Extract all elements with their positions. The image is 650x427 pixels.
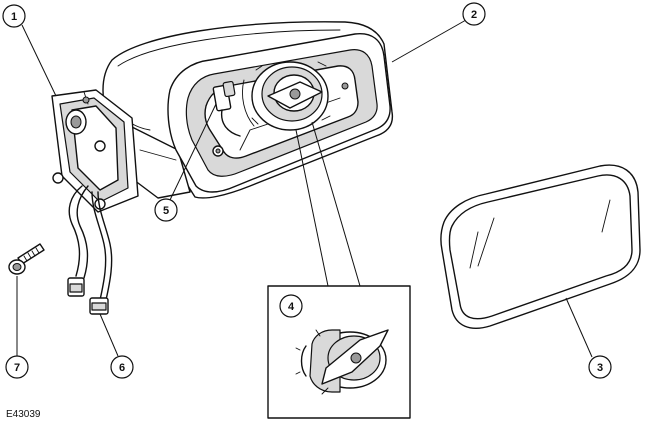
callout-2: 2	[462, 2, 486, 26]
harness-connector-housing	[212, 80, 241, 137]
callout-5: 5	[154, 198, 178, 222]
mirror-motor-detail	[295, 329, 389, 395]
callout-6: 6	[110, 355, 134, 379]
mirror-housing	[102, 21, 394, 199]
callout-label: 6	[119, 362, 125, 374]
callout-label: 7	[14, 362, 20, 374]
leader-lines	[16, 19, 593, 358]
screw	[8, 243, 45, 275]
mirror-base	[51, 89, 139, 213]
callout-label: 1	[11, 11, 17, 23]
callout-7: 7	[5, 355, 29, 379]
wiring-harness	[67, 185, 113, 315]
mirror-glass	[440, 164, 641, 329]
callout-label: 5	[163, 205, 169, 217]
callout-label: 4	[288, 301, 295, 313]
callout-3: 3	[588, 355, 612, 379]
callout-4: 4	[279, 294, 303, 318]
callout-1: 1	[2, 4, 26, 28]
figure-reference: E43039	[6, 409, 41, 420]
mirror-motor-installed	[242, 61, 331, 131]
callout-label: 3	[597, 362, 603, 374]
callout-label: 2	[471, 9, 477, 21]
